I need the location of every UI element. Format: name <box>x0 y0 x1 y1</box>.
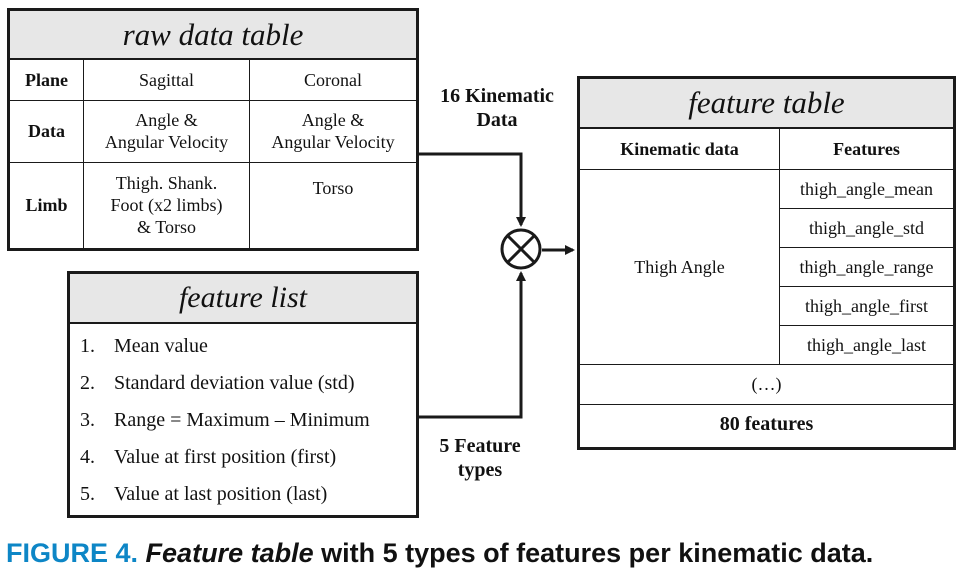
arrow-from-feature-list <box>419 271 526 419</box>
feature-cell: thigh_angle_first <box>779 285 954 326</box>
feature-table: feature table Kinematic data Features Th… <box>577 76 956 450</box>
kinematic-name: Thigh Angle <box>579 168 780 365</box>
feature-table-title: feature table <box>580 79 953 129</box>
feature-list-num: 1. <box>80 335 95 357</box>
feature-list-num: 5. <box>80 483 95 505</box>
raw-data-grid: Plane Sagittal Coronal Data Angle & Angu… <box>9 59 417 249</box>
feature-list-item: 2. Standard deviation value (std) <box>80 372 355 395</box>
feature-list-text: Value at last position (last) <box>114 483 328 505</box>
feature-types-label: 5 Feature types <box>439 435 521 481</box>
figure-label: FIGURE 4. <box>6 538 139 568</box>
raw-data-table-title: raw data table <box>10 11 416 60</box>
feature-row: thigh_angle_first <box>580 285 954 326</box>
ellipsis-row: (…) <box>579 363 954 405</box>
feature-cell: thigh_angle_mean <box>779 168 954 209</box>
feature-list-item: 1. Mean value <box>80 335 208 358</box>
data-coronal: Angle & Angular Velocity <box>249 99 417 163</box>
feature-cell: thigh_angle_std <box>779 207 954 248</box>
col-kinematic-data: Kinematic data <box>579 128 780 170</box>
raw-row-limb: Limb Thigh. Shank. Foot (x2 limbs) & Tor… <box>9 161 417 249</box>
total-row: 80 features <box>579 403 954 445</box>
feature-list-item: 3. Range = Maximum – Minimum <box>80 409 370 432</box>
feature-row: thigh_angle_std <box>580 207 954 248</box>
feature-list-text: Mean value <box>114 335 208 357</box>
raw-data-table: raw data table Plane Sagittal Coronal Da… <box>7 8 419 251</box>
feature-list-text: Standard deviation value (std) <box>114 372 355 394</box>
col-features: Features <box>779 128 954 170</box>
multiply-icon <box>500 228 542 270</box>
feature-list-num: 3. <box>80 409 95 431</box>
feature-list-item: 4. Value at first position (first) <box>80 446 336 469</box>
figure-caption: FIGURE 4. Feature table with 5 types of … <box>6 538 873 569</box>
row-head-data: Data <box>9 99 84 163</box>
feature-row: Thigh Angle thigh_angle_mean <box>579 168 954 365</box>
feature-list-num: 2. <box>80 372 95 394</box>
feature-grid: Kinematic data Features Thigh Angle thig… <box>579 128 954 445</box>
feature-row: thigh_angle_range <box>580 246 954 287</box>
data-sagittal: Angle & Angular Velocity <box>83 99 250 163</box>
feature-list-title: feature list <box>70 274 416 324</box>
feature-list-num: 4. <box>80 446 95 468</box>
caption-rest: with 5 types of features per kinematic d… <box>313 538 874 568</box>
total-features: 80 features <box>579 403 954 445</box>
feature-row: thigh_angle_last <box>580 324 954 365</box>
ellipsis-cell: (…) <box>579 363 954 405</box>
feature-list-text: Range = Maximum – Minimum <box>114 409 370 431</box>
plane-coronal: Coronal <box>249 59 417 101</box>
row-head-limb: Limb <box>9 161 84 249</box>
raw-row-data: Data Angle & Angular Velocity Angle & An… <box>9 99 417 163</box>
feature-list-text: Value at first position (first) <box>114 446 337 468</box>
feature-header-row: Kinematic data Features <box>579 128 954 170</box>
kinematic-data-label: 16 Kinematic Data <box>440 85 554 131</box>
feature-list-box: feature list 1. Mean value 2. Standard d… <box>67 271 419 518</box>
arrow-from-raw-table <box>419 152 526 227</box>
limb-sagittal: Thigh. Shank. Foot (x2 limbs) & Torso <box>83 161 250 249</box>
feature-cell: thigh_angle_range <box>779 246 954 287</box>
limb-coronal: Torso <box>249 161 417 249</box>
caption-italic: Feature table <box>145 538 314 568</box>
feature-list-item: 5. Value at last position (last) <box>80 483 327 506</box>
feature-cell: thigh_angle_last <box>779 324 954 365</box>
